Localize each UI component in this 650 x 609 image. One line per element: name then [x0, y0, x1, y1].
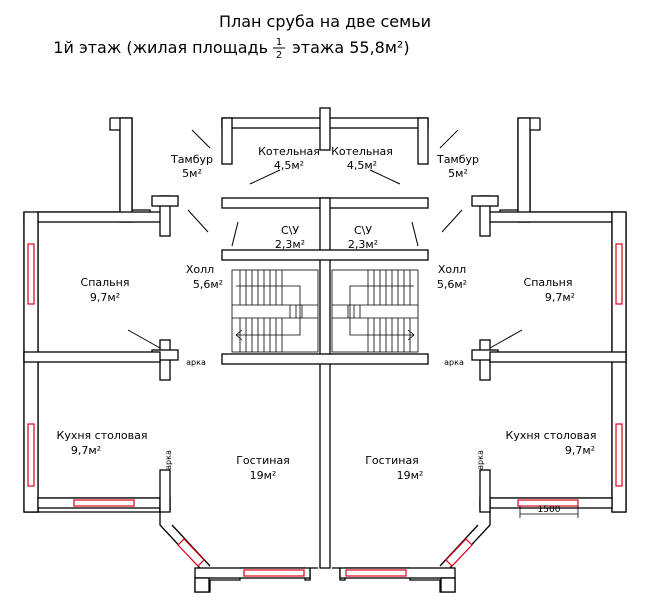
dimension-label: 1500 [538, 505, 561, 515]
room-name-kotelnaya-left: Котельная [258, 145, 320, 158]
arch-label-right-lower: арка [476, 450, 485, 470]
room-area-holl-right: 5,6м² [437, 278, 467, 291]
room-area-gostinaya-right: 19м² [397, 469, 424, 482]
room-area-tambur-left: 5м² [182, 167, 202, 180]
window-bottom-left [73, 499, 135, 507]
window-bay-right [445, 538, 473, 567]
window-kuhnya-right [615, 423, 623, 487]
room-name-spalnya-left: Спальня [81, 276, 130, 289]
plan-subtitle-prefix: 1й этаж (жилая площадь [53, 38, 268, 57]
room-labels: Тамбур 5м² Котельная 4,5м² Котельная 4,5… [57, 145, 597, 482]
room-name-holl-right: Холл [438, 263, 466, 276]
room-name-su-right: С\У [354, 224, 372, 237]
windows [27, 243, 623, 577]
wall-blocks [23, 107, 627, 593]
room-name-tambur-left: Тамбур [170, 153, 213, 166]
room-area-kuhnya-left: 9,7м² [71, 444, 101, 457]
plan-subtitle-suffix: этажа 55,8м²) [292, 38, 410, 57]
window-spalnya-right [615, 243, 623, 305]
arch-label-right-upper: арка [444, 358, 464, 367]
room-area-kuhnya-right: 9,7м² [565, 444, 595, 457]
room-area-holl-left: 5,6м² [193, 278, 223, 291]
dimension-1500 [519, 506, 579, 518]
room-area-tambur-right: 5м² [448, 167, 468, 180]
room-name-gostinaya-left: Гостиная [236, 454, 290, 467]
room-area-kotelnaya-right: 4,5м² [347, 159, 377, 172]
room-name-kotelnaya-right: Котельная [331, 145, 393, 158]
room-name-gostinaya-right: Гостиная [365, 454, 419, 467]
room-area-kotelnaya-left: 4,5м² [274, 159, 304, 172]
window-bottom-right [517, 499, 579, 507]
staircase-right [331, 269, 419, 353]
window-gostinaya-left [243, 569, 305, 577]
room-area-spalnya-right: 9,7м² [545, 291, 575, 304]
room-name-kuhnya-right: Кухня столовая [506, 429, 597, 442]
window-kuhnya-left [27, 423, 35, 487]
arch-label-left-lower: арка [164, 450, 173, 470]
staircase-left [231, 269, 319, 353]
room-area-su-left: 2,3м² [275, 238, 305, 251]
room-name-su-left: С\У [281, 224, 299, 237]
window-spalnya-left [27, 243, 35, 305]
room-area-gostinaya-left: 19м² [250, 469, 277, 482]
leader-lines [127, 129, 523, 349]
room-name-spalnya-right: Спальня [524, 276, 573, 289]
window-bay-left [177, 538, 205, 567]
room-area-spalnya-left: 9,7м² [90, 291, 120, 304]
room-name-kuhnya-left: Кухня столовая [57, 429, 148, 442]
fraction-numerator: 1 [276, 37, 282, 48]
fraction-denominator: 2 [276, 50, 282, 61]
plan-title: План сруба на две семьи [219, 12, 431, 31]
window-gostinaya-right [345, 569, 407, 577]
room-area-su-right: 2,3м² [348, 238, 378, 251]
room-name-tambur-right: Тамбур [436, 153, 479, 166]
arch-label-left-upper: арка [186, 358, 206, 367]
room-name-holl-left: Холл [186, 263, 214, 276]
